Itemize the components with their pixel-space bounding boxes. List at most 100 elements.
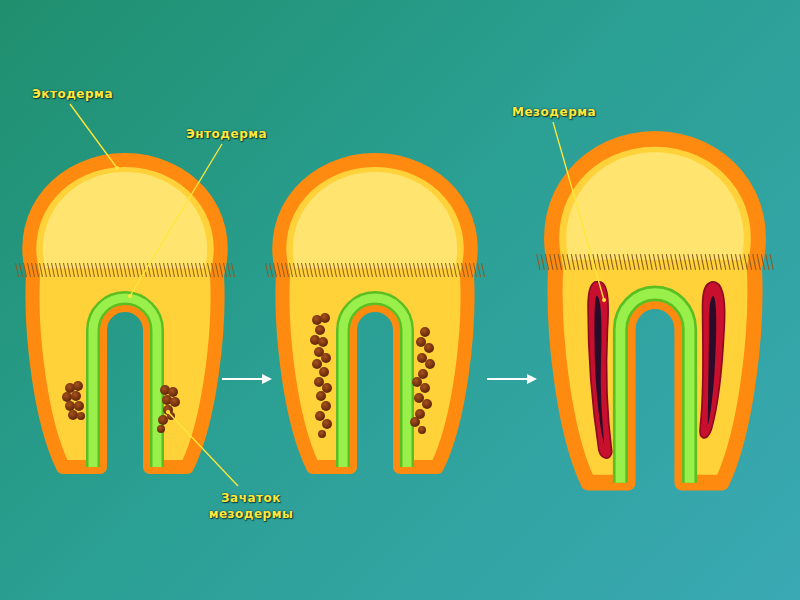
cilium [666,254,669,270]
cilium [164,263,167,277]
cilium [326,263,329,277]
cilium [24,263,27,277]
cilium [310,263,313,277]
cilium [96,263,99,277]
cilium [318,263,321,277]
cilium [653,254,656,270]
cilium [176,263,179,277]
cilium [410,263,413,277]
cilium [701,254,704,270]
cilium [124,263,127,277]
cilium [36,263,39,277]
cilium [550,254,553,270]
stage-arrow [222,374,537,384]
cilium [44,263,47,277]
cilium [136,263,139,277]
cilium [354,263,357,277]
cilium [740,254,743,270]
cilium [675,254,678,270]
cilium [370,263,373,277]
cilium [128,263,131,277]
cilium [228,263,231,277]
cilium [358,263,361,277]
cilium [627,254,630,270]
cilium [48,263,51,277]
cilium [430,263,433,277]
cilium [366,263,369,277]
cilium [766,254,769,270]
cilium [232,263,235,277]
cilium [727,254,730,270]
cilium [623,254,626,270]
cilium [80,263,83,277]
cilium [342,263,345,277]
cilium [753,254,756,270]
cilium [322,263,325,277]
cilium [584,254,587,270]
cilium [338,263,341,277]
cilium [466,263,469,277]
mesoderm-band [588,281,725,458]
cilium [398,263,401,277]
cilium [208,263,211,277]
cilium [302,263,305,277]
cilium [200,263,203,277]
cilium [710,254,713,270]
cilium [382,263,385,277]
cilia [537,254,774,270]
cilium [723,254,726,270]
cilium [567,254,570,270]
cilium [68,263,71,277]
cilium [52,263,55,277]
cilium [216,263,219,277]
cilium [294,263,297,277]
cilium [346,263,349,277]
mesoderm-label: Мезодерма [512,104,622,120]
cilium [270,263,273,277]
cilium [92,263,95,277]
leader-dot [115,166,606,414]
cilium [645,254,648,270]
cilium [418,263,421,277]
cilium [563,254,566,270]
cilium [204,263,207,277]
cilium [446,263,449,277]
cilium [192,263,195,277]
cilium [104,263,107,277]
cilium [394,263,397,277]
cilium [458,263,461,277]
cilium [306,263,309,277]
cilium [112,263,115,277]
cilium [470,263,473,277]
mesoderm-rudiment-label: Зачаток мезодермы [196,490,306,522]
cilium [132,263,135,277]
larva-stage-1 [16,160,235,467]
cilium [64,263,67,277]
cilium [266,263,269,277]
cilium [212,263,215,277]
cilium [298,263,301,277]
cilium [731,254,734,270]
cilium [334,263,337,277]
cilium [152,263,155,277]
cilium [692,254,695,270]
cilium [697,254,700,270]
cilium [688,254,691,270]
cilium [278,263,281,277]
cilium [184,263,187,277]
cilium [168,263,171,277]
cilium [196,263,199,277]
cilium [744,254,747,270]
cilium [224,263,227,277]
cilium [770,254,773,270]
cilium [606,254,609,270]
cilium [735,254,738,270]
cilium [72,263,75,277]
cilium [314,263,317,277]
cilium [422,263,425,277]
cilium [450,263,453,277]
cilium [679,254,682,270]
cilium [482,263,485,277]
cilium [286,263,289,277]
